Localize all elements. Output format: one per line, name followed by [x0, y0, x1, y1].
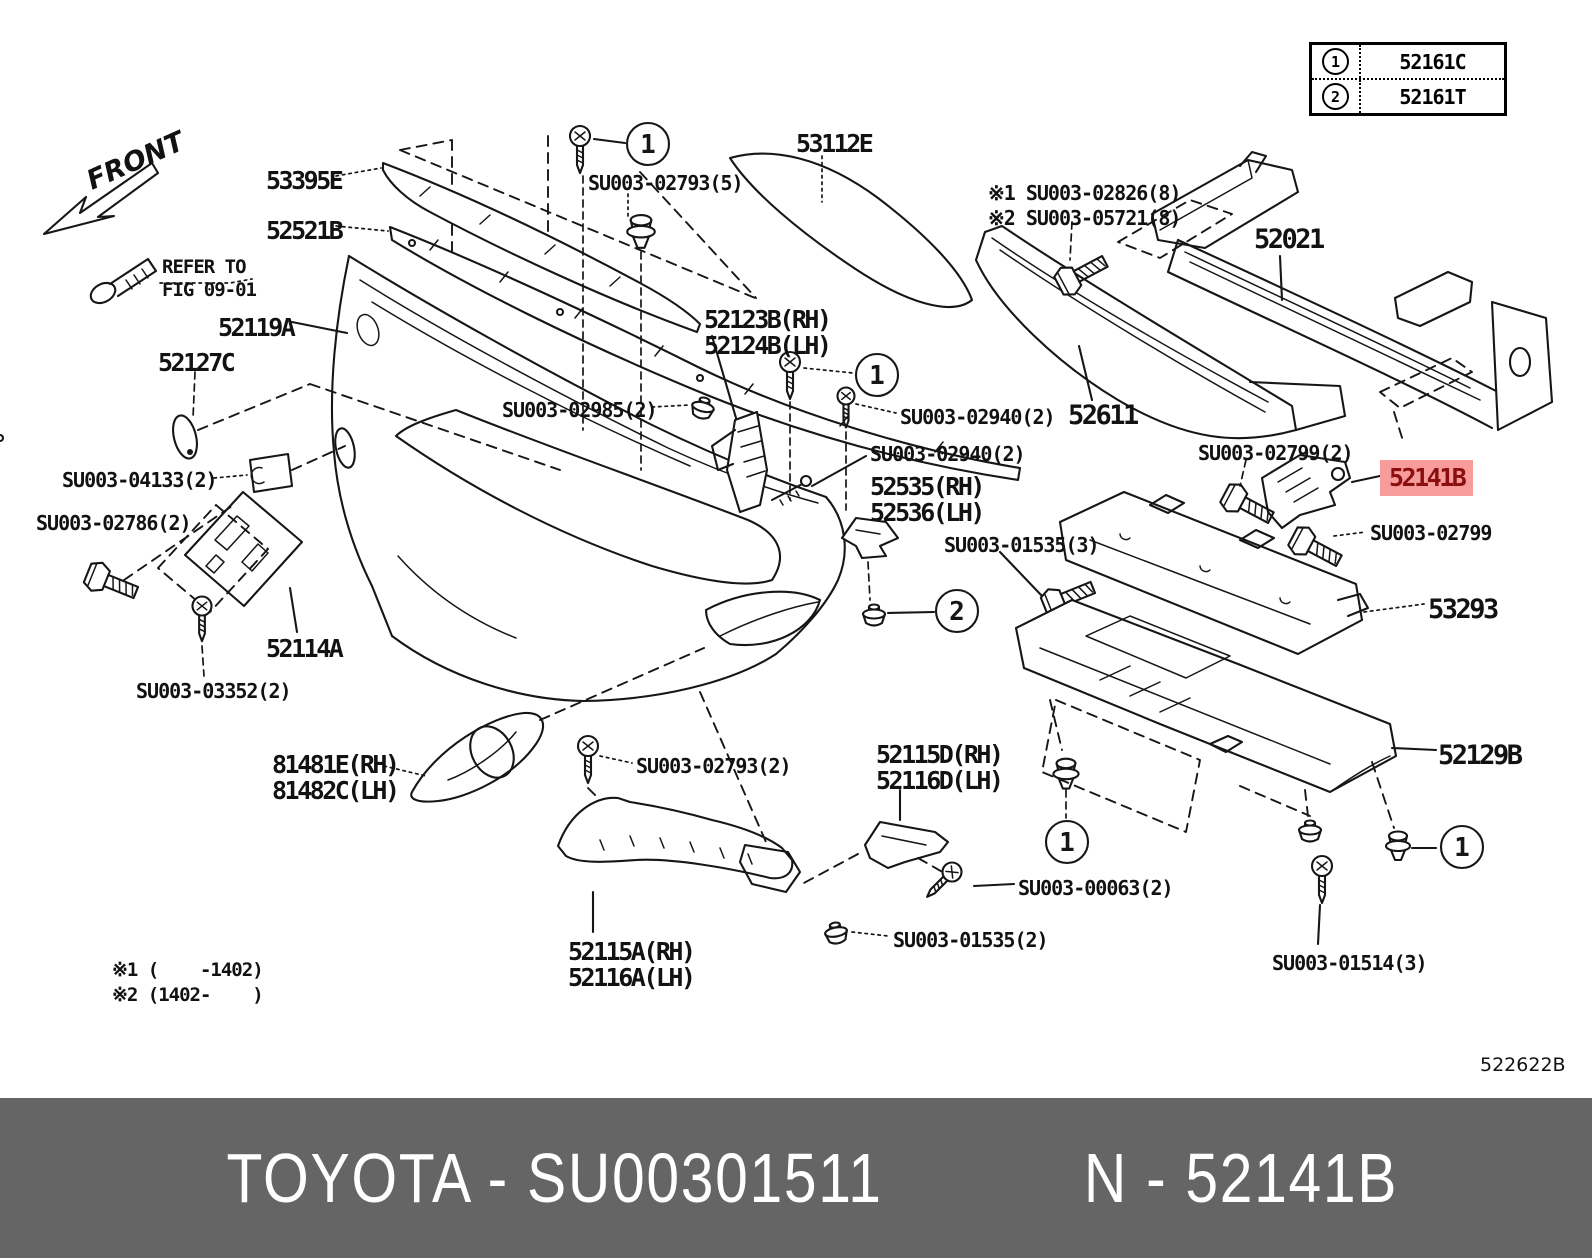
bolt-c1b — [778, 350, 853, 500]
label-note1-su003-02826: ※1 SU003-02826(8) — [988, 181, 1181, 205]
label-su003-01535-3: SU003-01535(3) — [944, 533, 1100, 557]
callout-circles: 1 1 2 1 1 — [627, 123, 1483, 868]
label-su003-02799: SU003-02799 — [1370, 521, 1492, 545]
label-52124B: 52124B(LH) — [704, 331, 832, 360]
bolt-su01535-3 — [1000, 552, 1100, 622]
label-su003-02786: SU003-02786(2) — [36, 511, 192, 535]
part-53395E — [336, 163, 700, 332]
refer-note-line2: FIG 09-01 — [162, 279, 257, 301]
hardware-su01514 — [1297, 790, 1334, 944]
ref-table-row-2: 2 52161T — [1312, 78, 1504, 113]
callout-1-bottom-center: 1 — [1059, 828, 1075, 858]
screw-su03352 — [191, 595, 213, 677]
part-53112E-grille — [730, 154, 972, 307]
label-52115D: 52115D(RH) — [876, 740, 1004, 769]
part-52123B-bracket — [652, 336, 767, 512]
label-su003-02940-a: SU003-02940(2) — [900, 405, 1056, 429]
front-arrow-icon: FRONT — [44, 125, 191, 234]
screw-su02940a — [836, 386, 897, 511]
clip-su04133 — [214, 446, 345, 492]
screw-su02793-2 — [576, 734, 632, 800]
label-su003-02793-2: SU003-02793(2) — [636, 754, 792, 778]
circled-1-icon: 1 — [1322, 48, 1349, 75]
refer-note-line1: REFER TO — [162, 256, 247, 278]
part-52141B-bracket — [1216, 455, 1380, 575]
label-52536: 52536(LH) — [870, 498, 985, 527]
label-52116D: 52116D(LH) — [876, 766, 1004, 795]
clip-su02793-5 — [625, 194, 657, 470]
callout-1-bottom-right: 1 — [1454, 833, 1470, 863]
callout-reference-table: 1 52161C 2 52161T — [1309, 42, 1507, 116]
label-81481E: 81481E(RH) — [272, 750, 400, 779]
part-52115A-support — [558, 692, 800, 932]
grommet-su01535-2 — [822, 919, 888, 947]
part-52521B — [0, 226, 1020, 480]
label-note2-su003-05721: ※2 SU003-05721(8) — [988, 206, 1181, 230]
part-52115D-bracket — [802, 790, 948, 884]
part-81481E-fog-cover — [384, 648, 704, 802]
label-su003-02985: SU003-02985(2) — [502, 398, 658, 422]
part-52127C — [169, 372, 560, 470]
label-52021: 52021 — [1254, 224, 1325, 255]
label-52141B-highlighted: 52141B — [1380, 460, 1474, 496]
pin-su02940b — [772, 456, 866, 505]
bolt-su02826 — [1050, 222, 1113, 301]
footer-bar: TOYOTA - SU00301511 N - 52141B — [0, 1098, 1592, 1258]
label-52116A: 52116A(LH) — [568, 963, 696, 992]
footnote-2: ※2 (1402- ) — [112, 984, 264, 1006]
bolt-su02793-top — [568, 124, 625, 430]
callout-2: 2 — [949, 597, 965, 627]
part-52114A — [158, 492, 302, 632]
label-52611: 52611 — [1068, 400, 1139, 431]
label-81482C: 81482C(LH) — [272, 776, 400, 805]
part-52021-reinforcement — [1118, 152, 1552, 444]
label-su003-04133: SU003-04133(2) — [62, 468, 218, 492]
label-53293: 53293 — [1428, 594, 1499, 625]
callout-1-mid: 1 — [869, 361, 885, 391]
label-53395E: 53395E — [266, 166, 344, 195]
label-su003-00063: SU003-00063(2) — [1018, 876, 1174, 900]
label-52114A: 52114A — [266, 634, 344, 663]
label-52123B: 52123B(RH) — [704, 305, 832, 334]
part-52119A-bumper-cover — [292, 256, 845, 701]
label-su003-03352: SU003-03352(2) — [136, 679, 292, 703]
part-52129B-panel — [1016, 600, 1436, 832]
circled-2-icon: 2 — [1322, 83, 1349, 110]
clip-c1e — [1372, 762, 1436, 862]
footnote-1: ※1 ( -1402) — [112, 959, 264, 981]
part-53293-panel — [1060, 492, 1424, 654]
label-52115A: 52115A(RH) — [568, 937, 696, 966]
ref-table-row-1: 1 52161C — [1312, 45, 1504, 78]
label-53112E: 53112E — [796, 129, 874, 158]
label-su003-02799-2: SU003-02799(2) — [1198, 441, 1354, 465]
ref-code-52161C: 52161C — [1399, 49, 1466, 74]
refer-bolt-icon — [87, 259, 252, 307]
bolt-su02786 — [80, 506, 232, 608]
label-su003-01535-2: SU003-01535(2) — [893, 928, 1049, 952]
label-su003-01514: SU003-01514(3) — [1272, 951, 1428, 975]
clip-c1d — [1050, 700, 1080, 818]
diagram-code: 522622B — [1480, 1054, 1566, 1076]
callout-1-top: 1 — [640, 130, 656, 160]
label-su003-02940-b: SU003-02940(2) — [870, 442, 1026, 466]
label-52535: 52535(RH) — [870, 472, 985, 501]
footer-figure-part: N - 52141B — [1083, 1139, 1398, 1217]
ref-code-52161T: 52161T — [1399, 84, 1466, 109]
label-52119A: 52119A — [218, 313, 296, 342]
label-su003-02793-5: SU003-02793(5) — [588, 171, 744, 195]
label-52127C: 52127C — [158, 348, 236, 377]
footer-brand-part: TOYOTA - SU00301511 — [226, 1139, 884, 1217]
part-52535-bracket — [842, 518, 934, 627]
screw-su00063 — [919, 857, 1014, 905]
label-52521B: 52521B — [266, 216, 344, 245]
label-52129B: 52129B — [1438, 740, 1523, 771]
